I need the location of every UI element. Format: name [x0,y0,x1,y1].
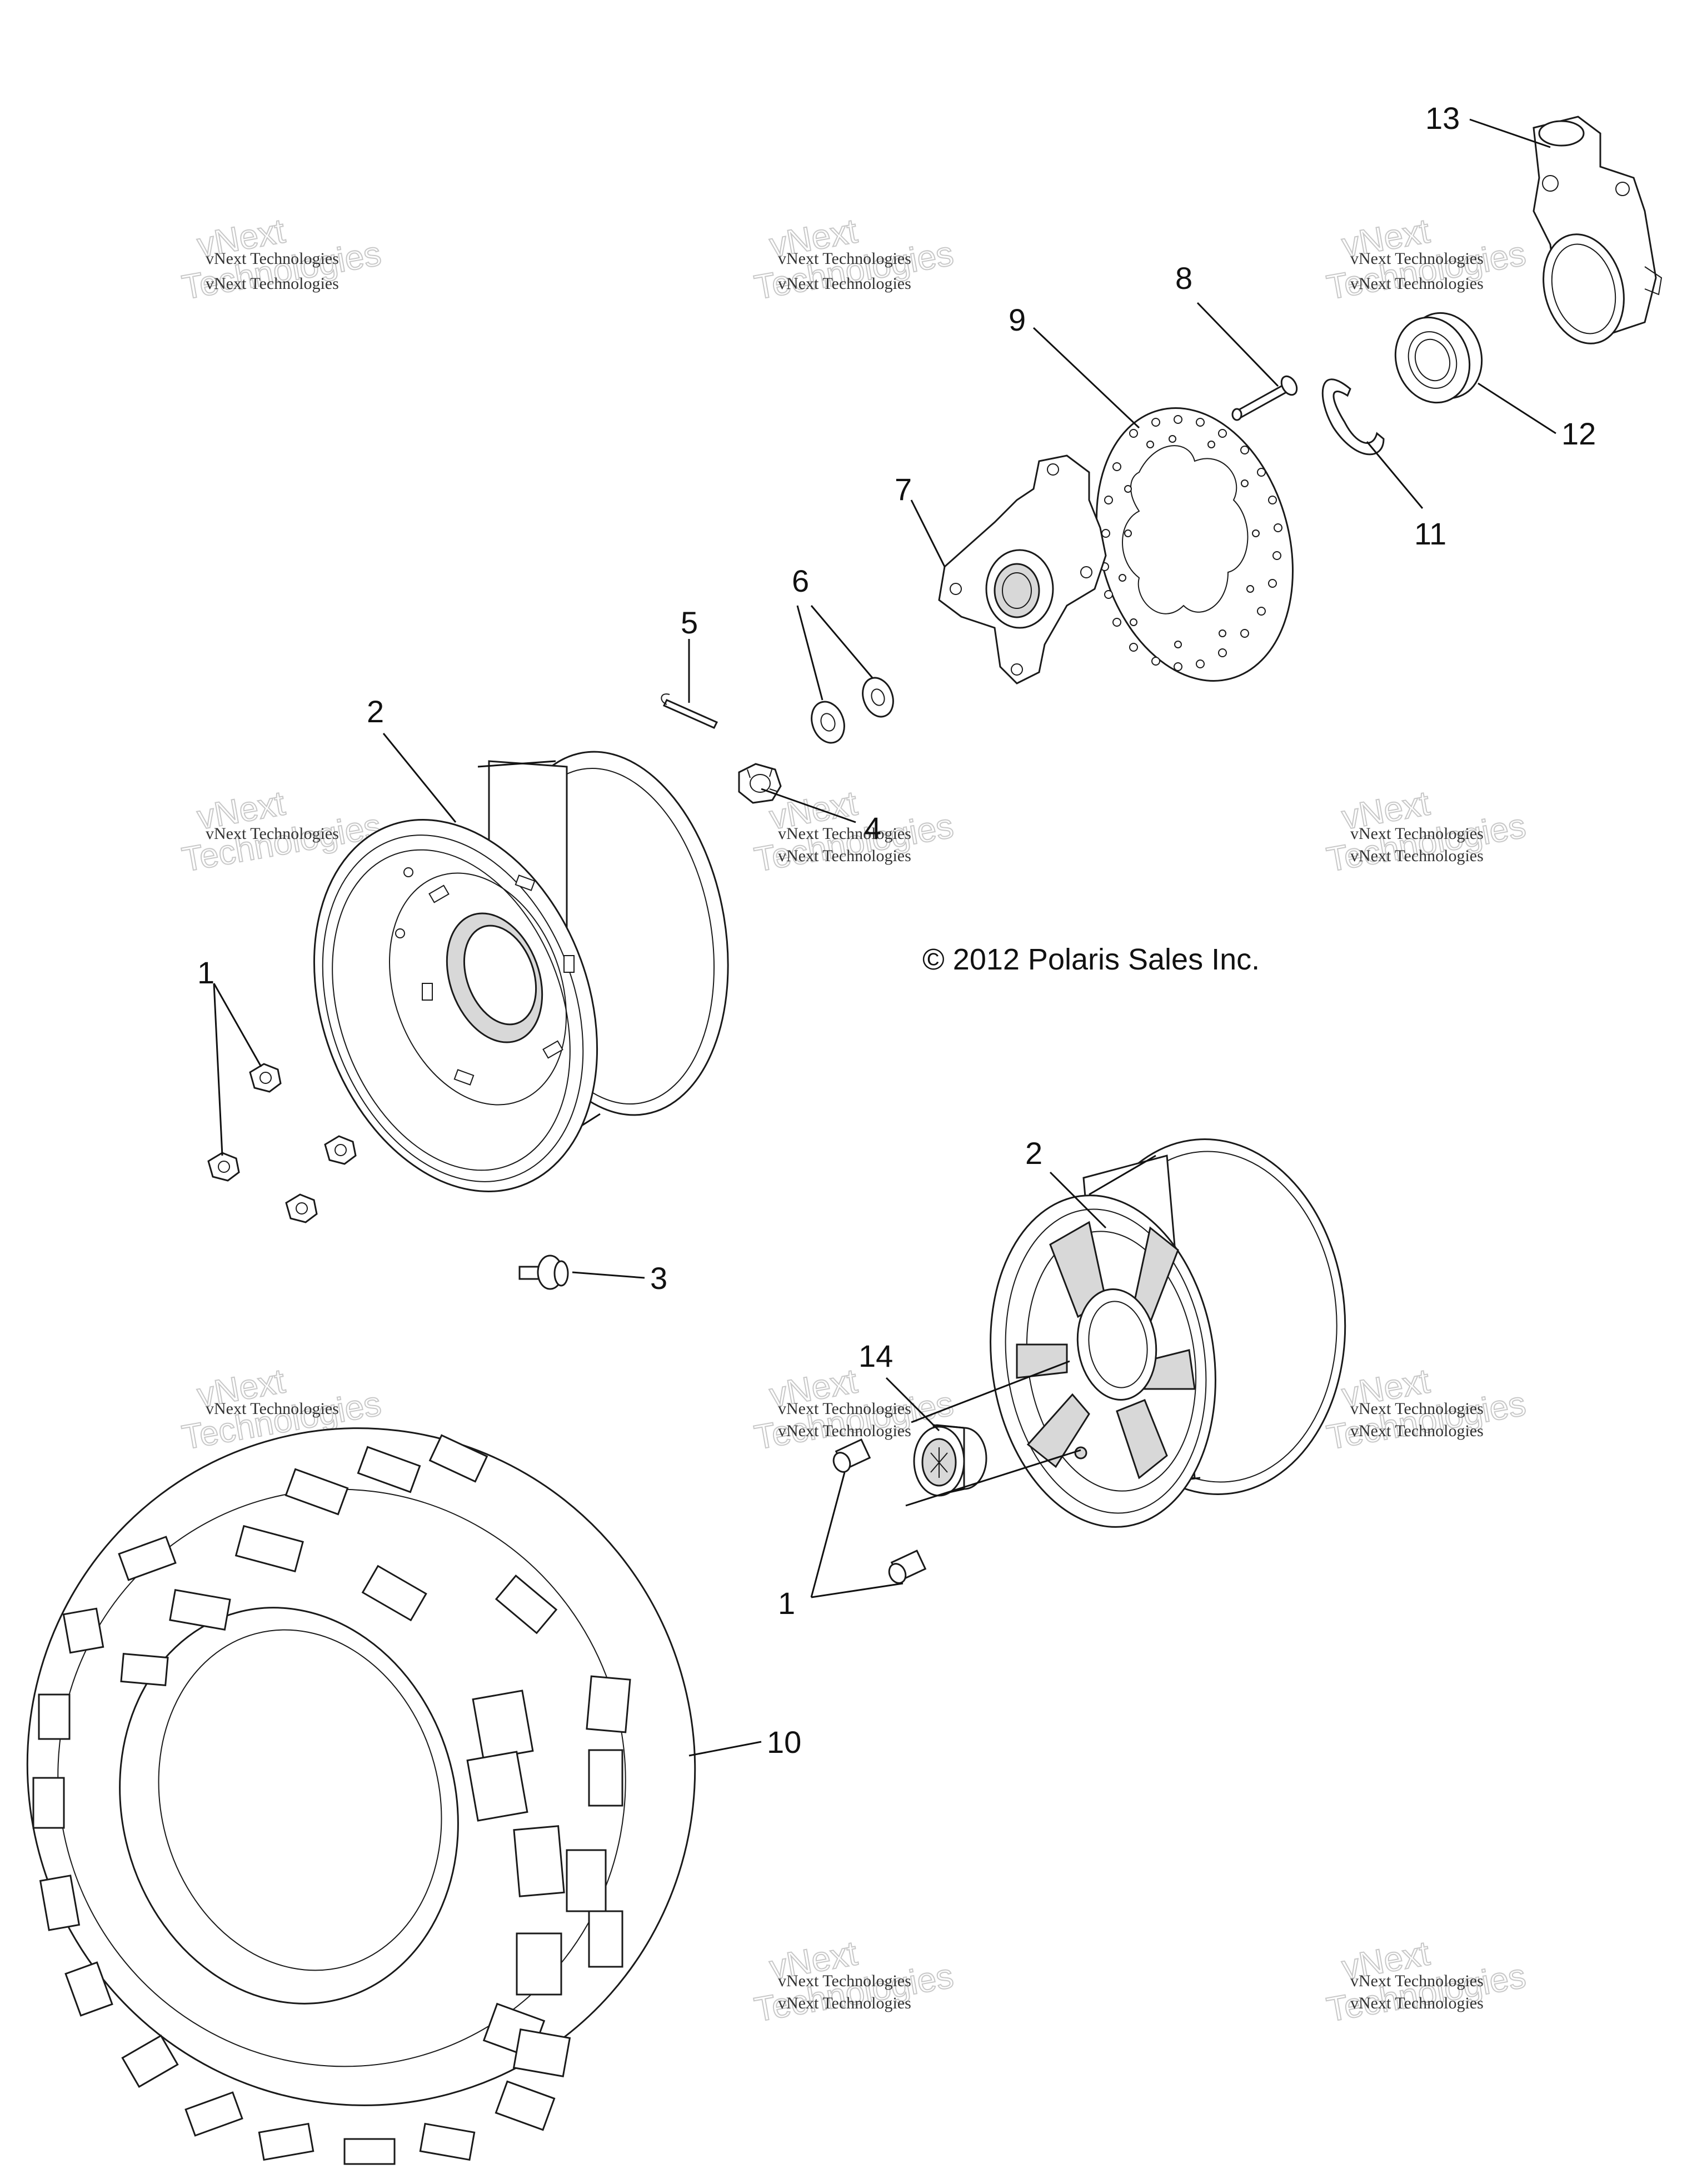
watermark-text: vNext Technologies [1350,249,1484,268]
watermark-text: vNext Technologies [206,274,339,293]
wheel-bearing [1394,312,1483,404]
callout-9: 9 [1009,302,1026,337]
lug-nuts-upper [207,1063,357,1223]
callout-2-upper: 2 [367,694,384,729]
watermark-text: vNext Technologies [1350,274,1484,293]
callout-7: 7 [895,472,912,507]
callouts: 13 12 11 8 9 7 6 5 4 2 1 3 2 14 1 10 [197,101,1596,1760]
watermarks: vNext Technologies vNext Technologies vN… [179,211,1529,2030]
callout-11: 11 [1414,516,1446,551]
watermark-text: vNext Technologies [778,824,911,843]
bolt [1231,375,1298,421]
callout-3: 3 [650,1261,667,1296]
callout-10: 10 [767,1725,801,1760]
watermark-text: vNext Technologies [778,274,911,293]
watermark-text: vNext Technologies [778,847,911,865]
steel-wheel [313,751,729,1192]
watermark-text: vNext Technologies [206,824,339,843]
leader-lines [213,118,1556,1757]
brake-disc [1096,407,1294,682]
cast-wheel [990,1138,1346,1528]
watermark-text: vNext Technologies [1350,1972,1484,1990]
valve-stem [518,1255,569,1290]
lug-nut [249,1063,282,1093]
callout-1-lower: 1 [778,1586,795,1621]
callout-2-lower: 2 [1025,1136,1042,1171]
wheel-bolt-slots [422,874,575,1086]
watermark-text: vNext Technologies [778,249,911,268]
lug-nut [285,1193,318,1223]
watermark-text: vNext Technologies [206,1400,339,1418]
castle-nut [738,763,782,804]
lug-nut [888,1550,927,1584]
cotter-pin [661,693,718,729]
lug-nuts-lower [832,1438,927,1584]
lug-nut [324,1135,357,1165]
tire-tread [32,1434,631,2165]
watermark-text: vNext Technologies [206,249,339,268]
watermark-text: vNext Technologies [1350,824,1484,843]
snap-ring [1321,378,1385,456]
watermark: vNext Technologies [751,211,957,307]
watermark-text: vNext Technologies [1350,1994,1484,2012]
callout-14: 14 [859,1338,893,1373]
disc-holes [1100,415,1282,671]
callout-5: 5 [681,605,698,640]
watermark-text: vNext Technologies [778,1972,911,1990]
lug-nut [207,1152,240,1182]
callout-4: 4 [864,811,881,846]
watermark-text: vNext Technologies [778,1400,911,1418]
wheel-hub [938,454,1107,684]
watermark-text: vNext Technologies [1350,1422,1484,1440]
callout-13: 13 [1425,101,1460,136]
watermark-text: vNext Technologies [778,1994,911,2012]
watermark-text: vNext Technologies [1350,847,1484,865]
lug-nut [832,1438,871,1473]
callout-8: 8 [1175,261,1192,296]
watermark-text: vNext Technologies [1350,1400,1484,1418]
washers [811,677,894,744]
wheel-spokes [1016,1221,1196,1480]
tire [26,1427,696,2165]
callout-1-upper: 1 [197,955,214,990]
center-cap [913,1424,987,1497]
copyright-text: © 2012 Polaris Sales Inc. [922,943,1260,976]
steering-knuckle [1533,116,1663,344]
callout-6: 6 [792,563,809,598]
callout-12: 12 [1561,416,1596,451]
watermark-text: vNext Technologies [778,1422,911,1440]
